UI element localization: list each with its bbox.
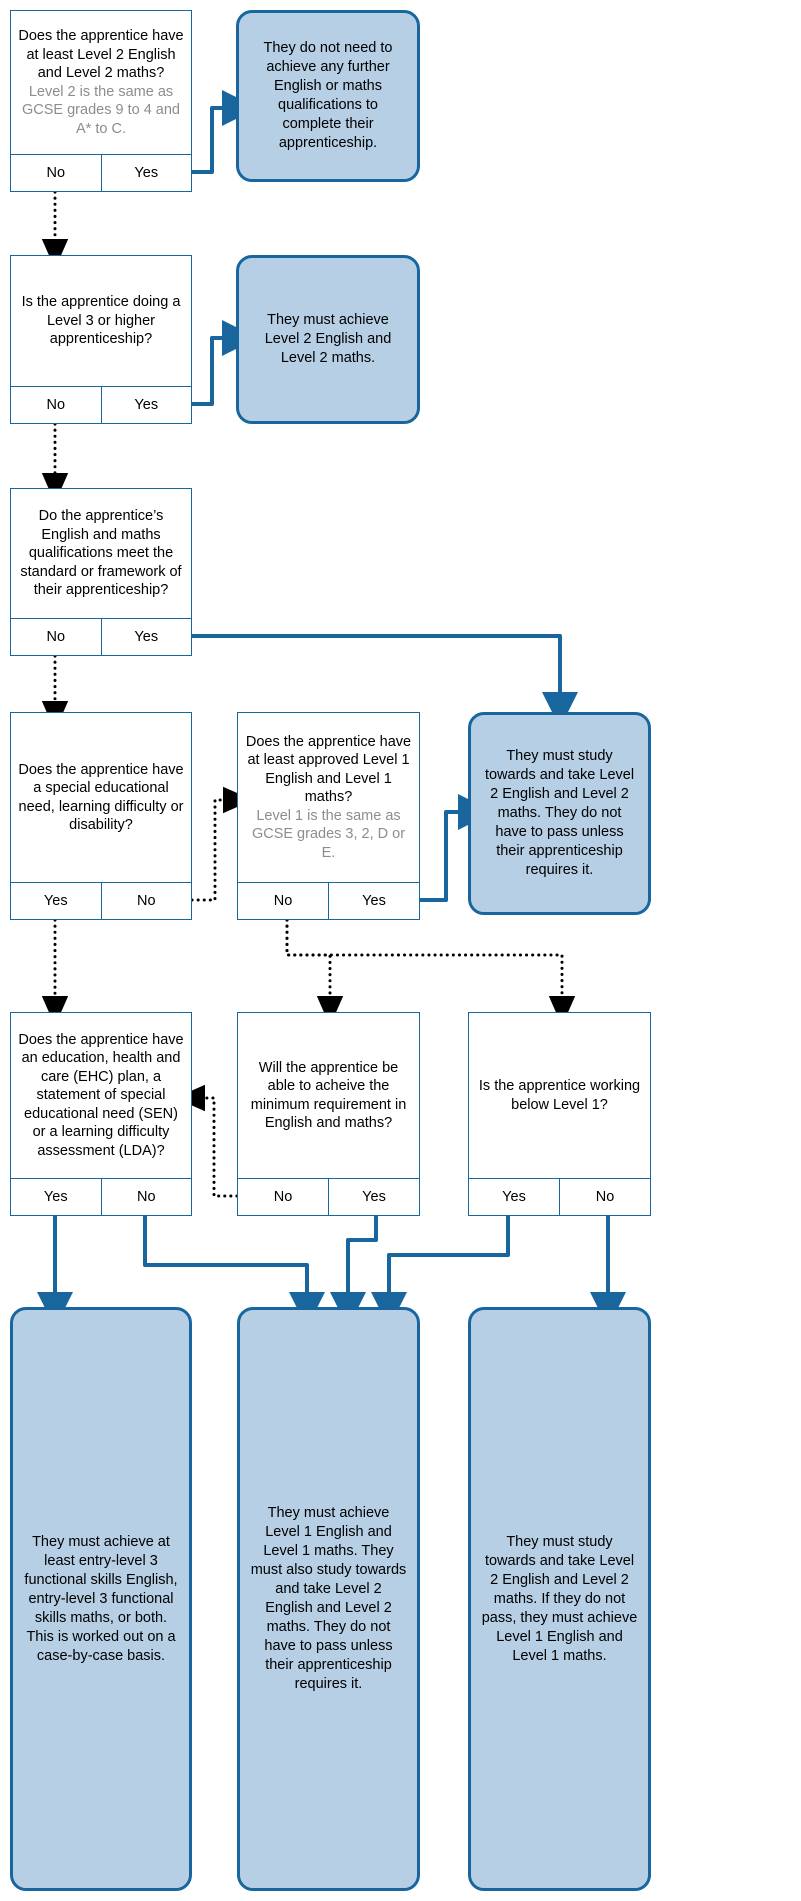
- question-node-q3[interactable]: Do the apprentice’s English and maths qu…: [10, 488, 192, 656]
- question-node-q5[interactable]: Does the apprentice have at least approv…: [237, 712, 420, 920]
- q2-answer-no[interactable]: No: [46, 397, 66, 413]
- o5-text: They must achieve Level 1 English and Le…: [250, 1505, 407, 1692]
- q6-body: Does the apprentice have an education, h…: [11, 1013, 191, 1178]
- q5-hint: Level 1 is the same as GCSE grades 3, 2,…: [251, 807, 406, 861]
- q1-answer-yes[interactable]: Yes: [100, 155, 192, 191]
- q8-body: Is the apprentice working below Level 1?: [469, 1013, 650, 1178]
- q7-text: Will the apprentice be able to acheive t…: [250, 1059, 407, 1132]
- q2-text: Is the apprentice doing a Level 3 or hig…: [21, 294, 181, 348]
- q4-text: Does the apprentice have a special educa…: [18, 761, 184, 834]
- question-node-q2[interactable]: Is the apprentice doing a Level 3 or hig…: [10, 255, 192, 424]
- q1-body: Does the apprentice have at least Level …: [11, 11, 191, 154]
- wire-q6-no-to-outcome5: [143, 1216, 325, 1328]
- q8-answer-yes[interactable]: Yes: [502, 1189, 526, 1205]
- wire-q5-to-q8: [285, 918, 576, 1026]
- q4-answers: Yes No: [11, 882, 191, 919]
- q5-text: Does the apprentice have at least approv…: [245, 733, 412, 806]
- outcome-node-o1[interactable]: They do not need to achieve any further …: [236, 10, 420, 182]
- wire-q3-yes-to-outcome3: [192, 634, 578, 728]
- wire-q7-yes-to-outcome5: [330, 1216, 378, 1328]
- q2-body: Is the apprentice doing a Level 3 or hig…: [11, 256, 191, 386]
- q8-answers: Yes No: [469, 1178, 650, 1215]
- wire-q5-no-to-q7: [285, 918, 344, 1026]
- q2-answer-yes[interactable]: Yes: [100, 387, 192, 423]
- q6-answer-yes[interactable]: Yes: [43, 1189, 68, 1205]
- o6-text: They must study towards and take Level 2…: [481, 1533, 638, 1664]
- wire-q4-no-to-q5: [190, 786, 253, 902]
- outcome-node-o2[interactable]: They must achieve Level 2 English and Le…: [236, 255, 420, 424]
- q3-answer-yes[interactable]: Yes: [100, 619, 192, 655]
- q6-text: Does the apprentice have an education, h…: [18, 1031, 184, 1159]
- wire-q7-no-to-q6: [175, 1084, 239, 1198]
- wire-q1-yes-to-outcome1: [192, 90, 258, 174]
- outcome-node-o3[interactable]: They must study towards and take Level 2…: [468, 712, 651, 915]
- o2-text: They must achieve Level 2 English and Le…: [264, 312, 392, 366]
- q7-answers: No Yes: [238, 1178, 419, 1215]
- wire-q5-yes-to-outcome3: [420, 794, 494, 902]
- question-node-q1[interactable]: Does the apprentice have at least Level …: [10, 10, 192, 192]
- q5-answer-yes[interactable]: Yes: [328, 883, 419, 919]
- q7-answer-yes[interactable]: Yes: [328, 1179, 419, 1215]
- q8-answer-no[interactable]: No: [559, 1179, 650, 1215]
- o4-text: They must achieve at least entry-level 3…: [24, 1533, 178, 1664]
- q1-text: Does the apprentice have at least Level …: [18, 28, 184, 81]
- q1-answers: No Yes: [11, 154, 191, 191]
- question-node-q8[interactable]: Is the apprentice working below Level 1?…: [468, 1012, 651, 1216]
- q5-body: Does the apprentice have at least approv…: [238, 713, 419, 882]
- q5-answers: No Yes: [238, 882, 419, 919]
- wire-q2-yes-to-outcome2: [192, 320, 258, 406]
- q3-answers: No Yes: [11, 618, 191, 655]
- q4-answer-no[interactable]: No: [100, 883, 192, 919]
- outcome-node-o6[interactable]: They must study towards and take Level 2…: [468, 1307, 651, 1891]
- q7-answer-no[interactable]: No: [273, 1189, 293, 1205]
- o3-text: They must study towards and take Level 2…: [484, 748, 635, 878]
- q6-answers: Yes No: [11, 1178, 191, 1215]
- question-node-q4[interactable]: Does the apprentice have a special educa…: [10, 712, 192, 920]
- q3-answer-no[interactable]: No: [46, 629, 66, 645]
- q7-body: Will the apprentice be able to acheive t…: [238, 1013, 419, 1178]
- q2-answers: No Yes: [11, 386, 191, 423]
- q6-answer-no[interactable]: No: [100, 1179, 192, 1215]
- q1-answer-no[interactable]: No: [46, 165, 66, 181]
- q4-body: Does the apprentice have a special educa…: [11, 713, 191, 882]
- q5-answer-no[interactable]: No: [273, 893, 293, 909]
- wire-q8-yes-to-outcome5: [371, 1216, 510, 1328]
- outcome-node-o5[interactable]: They must achieve Level 1 English and Le…: [237, 1307, 420, 1891]
- q3-body: Do the apprentice’s English and maths qu…: [11, 489, 191, 618]
- q4-answer-yes[interactable]: Yes: [43, 893, 68, 909]
- q3-text: Do the apprentice’s English and maths qu…: [20, 508, 182, 599]
- q1-hint: Level 2 is the same as GCSE grades 9 to …: [22, 83, 180, 137]
- o1-text: They do not need to achieve any further …: [263, 40, 393, 151]
- outcome-node-o4[interactable]: They must achieve at least entry-level 3…: [10, 1307, 192, 1891]
- question-node-q7[interactable]: Will the apprentice be able to acheive t…: [237, 1012, 420, 1216]
- question-node-q6[interactable]: Does the apprentice have an education, h…: [10, 1012, 192, 1216]
- q8-text: Is the apprentice working below Level 1?: [478, 1078, 641, 1113]
